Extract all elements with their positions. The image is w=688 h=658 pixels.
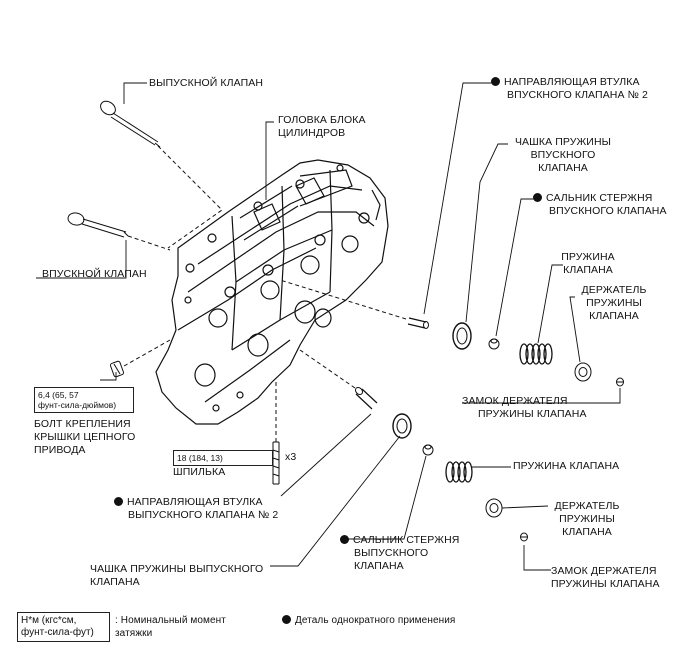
label-exhaust-retainer-line2: ПРУЖИНЫ — [559, 513, 615, 525]
single-use-marker-icon — [491, 77, 500, 86]
label-exhaust-spring: ПРУЖИНА КЛАПАНА — [513, 460, 620, 472]
label-exhaust-retainer-line1: ДЕРЖАТЕЛЬ — [554, 500, 620, 512]
intake-valve — [67, 212, 129, 238]
label-intake-valve: ВПУСКНОЙ КЛАПАН — [42, 268, 147, 280]
intake-spring — [519, 343, 553, 365]
stud — [272, 441, 280, 485]
label-intake-seat-line3: КЛАПАНА — [538, 162, 588, 174]
legend-torque-unit-box: Н*м (кгс*см, фунт-сила-фут) — [17, 612, 110, 642]
label-intake-guide-line2: ВПУСКНОГО КЛАПАНА № 2 — [507, 89, 648, 101]
exhaust-lock — [520, 532, 528, 542]
intake-retainer — [574, 362, 592, 382]
label-intake-spring-line2: КЛАПАНА — [563, 264, 613, 276]
label-intake-lock-line1: ЗАМОК ДЕРЖАТЕЛЯ — [462, 395, 568, 407]
label-intake-guide-line1: НАПРАВЛЯЮЩАЯ ВТУЛКА — [491, 76, 640, 89]
leader-lines — [36, 82, 621, 571]
label-cylinder-head-line2: ЦИЛИНДРОВ — [278, 127, 346, 139]
label-exhaust-retainer-line3: КЛАПАНА — [562, 526, 612, 538]
label-intake-seal-line2: ВПУСКНОГО КЛАПАНА — [549, 205, 667, 217]
single-use-marker-icon — [533, 193, 542, 202]
label-stud: ШПИЛЬКА — [173, 466, 226, 478]
label-intake-seal-line1: САЛЬНИК СТЕРЖНЯ — [533, 192, 652, 205]
label-exhaust-lock-line1: ЗАМОК ДЕРЖАТЕЛЯ — [551, 565, 657, 577]
label-exhaust-seal-line2: ВЫПУСКНОГО — [354, 547, 429, 559]
label-intake-retainer-line2: ПРУЖИНЫ — [586, 297, 642, 309]
label-chain-bolt-line1: БОЛТ КРЕПЛЕНИЯ — [34, 418, 131, 430]
label-intake-seat-line2: ВПУСКНОГО — [530, 149, 596, 161]
single-use-marker-icon — [340, 535, 349, 544]
label-exhaust-guide-line2: ВЫПУСКНОГО КЛАПАНА № 2 — [128, 509, 279, 521]
label-intake-spring-line1: ПРУЖИНА — [561, 251, 615, 263]
legend-single-use: Деталь однократного применения — [282, 614, 455, 627]
label-intake-seat-line1: ЧАШКА ПРУЖИНЫ — [514, 136, 612, 148]
label-exhaust-valve: ВЫПУСКНОЙ КЛАПАН — [149, 77, 264, 89]
legend-torque-text-line1: : Номинальный момент — [115, 615, 226, 626]
exhaust-seal — [422, 444, 434, 456]
label-cylinder-head-line1: ГОЛОВКА БЛОКА — [278, 114, 366, 126]
label-exhaust-lock-line2: ПРУЖИНЫ КЛАПАНА — [551, 578, 660, 590]
intake-guide — [407, 317, 429, 329]
torque-box-stud: 18 (184, 13) — [173, 450, 273, 466]
label-intake-retainer-line3: КЛАПАНА — [589, 310, 639, 322]
single-use-marker-icon — [114, 497, 123, 506]
label-exhaust-seat-line2: КЛАПАНА — [90, 576, 140, 588]
intake-spring-seat — [452, 322, 472, 350]
label-exhaust-guide-line1: НАПРАВЛЯЮЩАЯ ВТУЛКА — [114, 496, 263, 509]
label-intake-retainer-line1: ДЕРЖАТЕЛЬ — [581, 284, 647, 296]
torque-box-chain-bolt: 6,4 (65, 57 фунт-сила-дюймов) — [34, 387, 134, 413]
cylinder-head — [155, 159, 389, 425]
label-stud-quantity: x3 — [285, 451, 297, 463]
exhaust-spring — [445, 461, 473, 483]
exhaust-retainer — [485, 498, 503, 518]
exhaust-valve — [100, 100, 161, 148]
label-exhaust-seat-line1: ЧАШКА ПРУЖИНЫ ВЫПУСКНОГО — [90, 563, 264, 575]
assembly-lines — [123, 145, 407, 442]
label-chain-bolt-line3: ПРИВОДА — [34, 444, 86, 456]
exhaust-spring-seat — [392, 413, 412, 439]
single-use-marker-icon — [282, 615, 291, 624]
legend-torque-text-line2: затяжки — [115, 628, 153, 639]
label-chain-bolt-line2: КРЫШКИ ЦЕПНОГО — [34, 431, 136, 443]
chain-bolt — [109, 360, 125, 378]
exhaust-guide — [354, 386, 378, 410]
label-exhaust-seal-line1: САЛЬНИК СТЕРЖНЯ — [340, 534, 459, 547]
intake-seal — [488, 338, 500, 350]
intake-lock — [616, 377, 624, 387]
label-intake-lock-line2: ПРУЖИНЫ КЛАПАНА — [478, 408, 587, 420]
label-exhaust-seal-line3: КЛАПАНА — [354, 560, 404, 572]
